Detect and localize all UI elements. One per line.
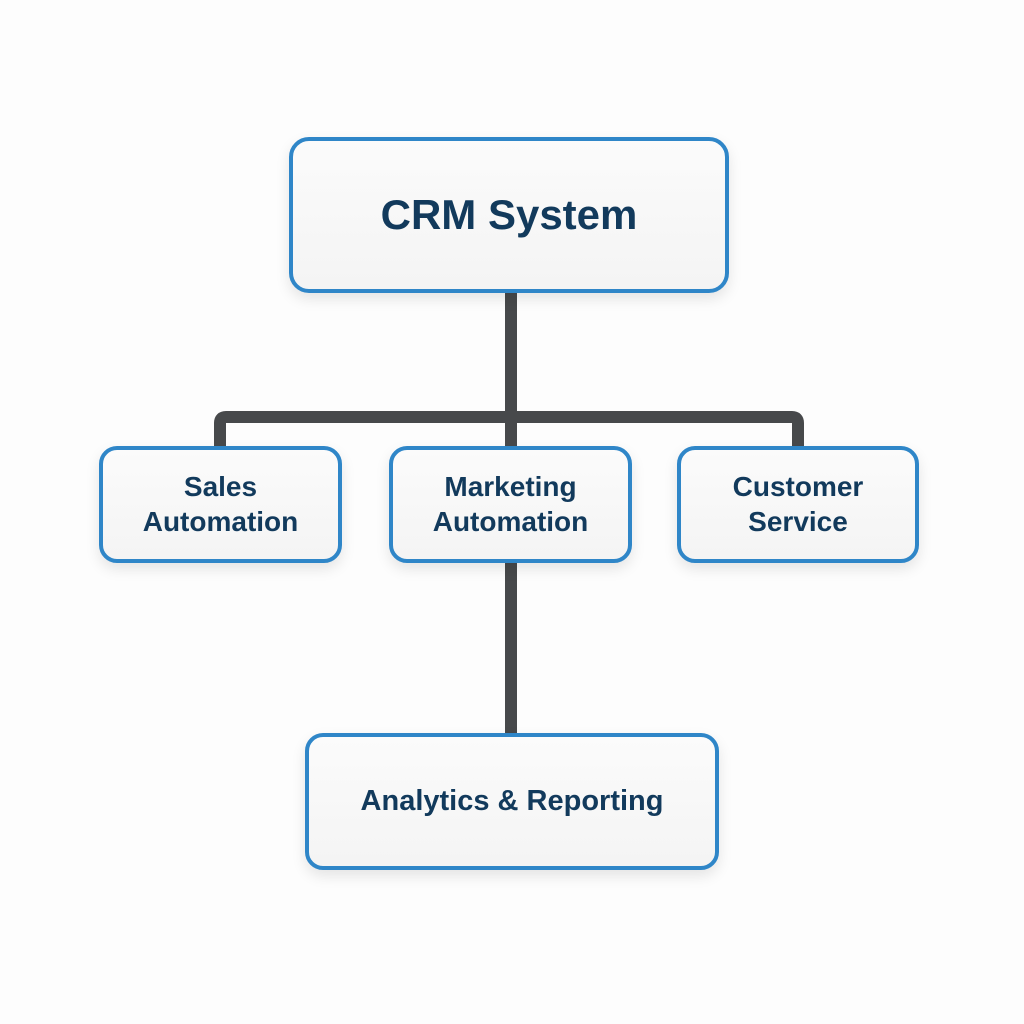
- node-label: CRM System: [380, 191, 638, 239]
- node-marketing-automation[interactable]: Marketing Automation: [389, 446, 632, 563]
- node-crm-system[interactable]: CRM System: [289, 137, 729, 293]
- node-sales-automation[interactable]: Sales Automation: [99, 446, 342, 563]
- node-analytics-reporting[interactable]: Analytics & Reporting: [305, 733, 719, 870]
- node-label: Marketing Automation: [432, 471, 589, 537]
- node-label: Customer Service: [732, 471, 864, 537]
- node-label: Analytics & Reporting: [360, 784, 664, 817]
- node-label: Sales Automation: [142, 471, 299, 537]
- connector-horizontal-bus: [214, 411, 804, 446]
- node-customer-service[interactable]: Customer Service: [677, 446, 919, 563]
